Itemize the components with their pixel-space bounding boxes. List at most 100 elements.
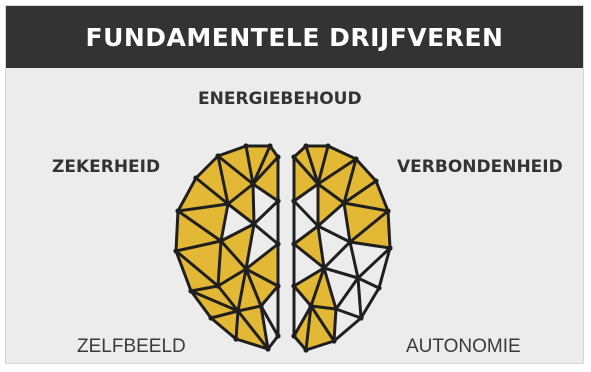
brain-facet: [311, 268, 336, 309]
brain-node: [291, 283, 297, 289]
brain-facet: [350, 211, 390, 248]
brain-edge: [244, 144, 255, 186]
brain-node: [385, 208, 391, 214]
brain-node: [218, 238, 224, 244]
brain-node: [243, 266, 249, 272]
brain-edge: [259, 304, 270, 351]
brain-edge: [176, 202, 230, 213]
brain-facet: [253, 146, 278, 184]
brain-facet: [218, 146, 253, 184]
brain-node: [291, 154, 297, 160]
brain-edge: [226, 182, 255, 206]
brain-edge: [259, 304, 280, 338]
brain-node: [275, 333, 281, 339]
brain-node: [355, 275, 361, 281]
brain-edge: [251, 144, 272, 186]
diagram-title: FUNDAMENTELE DRIJFVEREN: [85, 22, 504, 52]
brain-edge: [174, 249, 220, 288]
brain-edge: [219, 239, 248, 271]
brain-facet: [294, 268, 324, 306]
brain-node: [347, 239, 353, 245]
brain-edge: [176, 176, 198, 213]
brain-edge: [316, 157, 358, 186]
brain-edge: [348, 240, 392, 250]
brain-node: [308, 303, 314, 309]
brain-node: [275, 154, 281, 160]
brain-facet: [238, 269, 261, 311]
brain-edge: [348, 240, 360, 280]
brain-edge: [174, 209, 180, 253]
brain-edge: [309, 304, 336, 343]
brain-facet: [344, 159, 376, 203]
brain-edge: [209, 309, 240, 320]
brain-edge: [244, 242, 280, 271]
brain-facet: [306, 146, 328, 184]
brain-node: [267, 143, 273, 149]
brain-edge: [342, 201, 390, 213]
brain-edge: [252, 199, 280, 226]
brain-edge: [266, 334, 280, 351]
brain-edge: [216, 284, 240, 313]
brain-edge: [342, 157, 358, 205]
brain-edge: [316, 201, 346, 228]
brain-node: [303, 143, 309, 149]
brain-edge: [216, 144, 248, 158]
brain-facet: [178, 204, 228, 241]
brain-edge: [236, 267, 248, 313]
brain-facet: [178, 178, 228, 211]
brain-edge: [251, 155, 280, 186]
brain-edge: [354, 157, 378, 183]
brain-node: [275, 198, 281, 204]
brain-edge: [189, 289, 240, 313]
brain-node: [265, 346, 271, 352]
brain-edge: [251, 182, 256, 226]
brain-edge: [219, 202, 230, 243]
brain-facet: [228, 184, 254, 224]
brain-node: [233, 336, 239, 342]
brain-edge: [236, 304, 263, 313]
brain-node: [303, 347, 309, 353]
brain-edge: [326, 144, 358, 161]
brain-edge: [316, 224, 326, 270]
brain-edge: [292, 334, 308, 352]
brain-edge: [316, 224, 352, 244]
brain-edge: [216, 154, 230, 206]
brain-facet: [176, 241, 221, 286]
brain-edge: [292, 284, 313, 308]
brain-node: [215, 283, 221, 289]
brain-node: [193, 175, 199, 181]
geometric-brain-icon: [173, 143, 393, 353]
header-bar: FUNDAMENTELE DRIJFVEREN: [6, 6, 583, 68]
brain-edge: [304, 304, 313, 352]
brain-node: [373, 178, 379, 184]
brain-node: [175, 208, 181, 214]
brain-node: [291, 198, 297, 204]
brain-facet: [318, 184, 344, 226]
brain-wireframe: [173, 143, 393, 353]
brain-edge: [234, 309, 240, 341]
diagram-card: FUNDAMENTELE DRIJFVEREN ENERGIEBEHOUD ZE…: [5, 5, 584, 364]
driver-label-left: ZEKERHEID: [52, 157, 161, 177]
brain-edge: [292, 182, 320, 203]
brain-node: [331, 338, 337, 344]
brain-edge: [194, 176, 230, 206]
driver-label-right: VERBONDENHEID: [397, 157, 563, 177]
brain-edge: [244, 222, 256, 271]
brain-node: [358, 315, 364, 321]
brain-edge: [174, 239, 223, 253]
brain-edge: [236, 309, 270, 351]
brain-edge: [386, 209, 392, 250]
brain-facet: [294, 146, 318, 184]
brain-node: [376, 285, 382, 291]
brain-node: [325, 143, 331, 149]
brain-edge: [309, 266, 326, 308]
brain-node: [353, 156, 359, 162]
brain-edge: [334, 307, 363, 320]
brain-edge: [342, 179, 378, 205]
brain-edge: [219, 222, 256, 243]
brain-node: [291, 333, 297, 339]
brain-node: [173, 248, 179, 254]
brain-edge: [356, 276, 381, 290]
brain-facet: [218, 241, 246, 286]
brain-edge: [356, 276, 363, 320]
